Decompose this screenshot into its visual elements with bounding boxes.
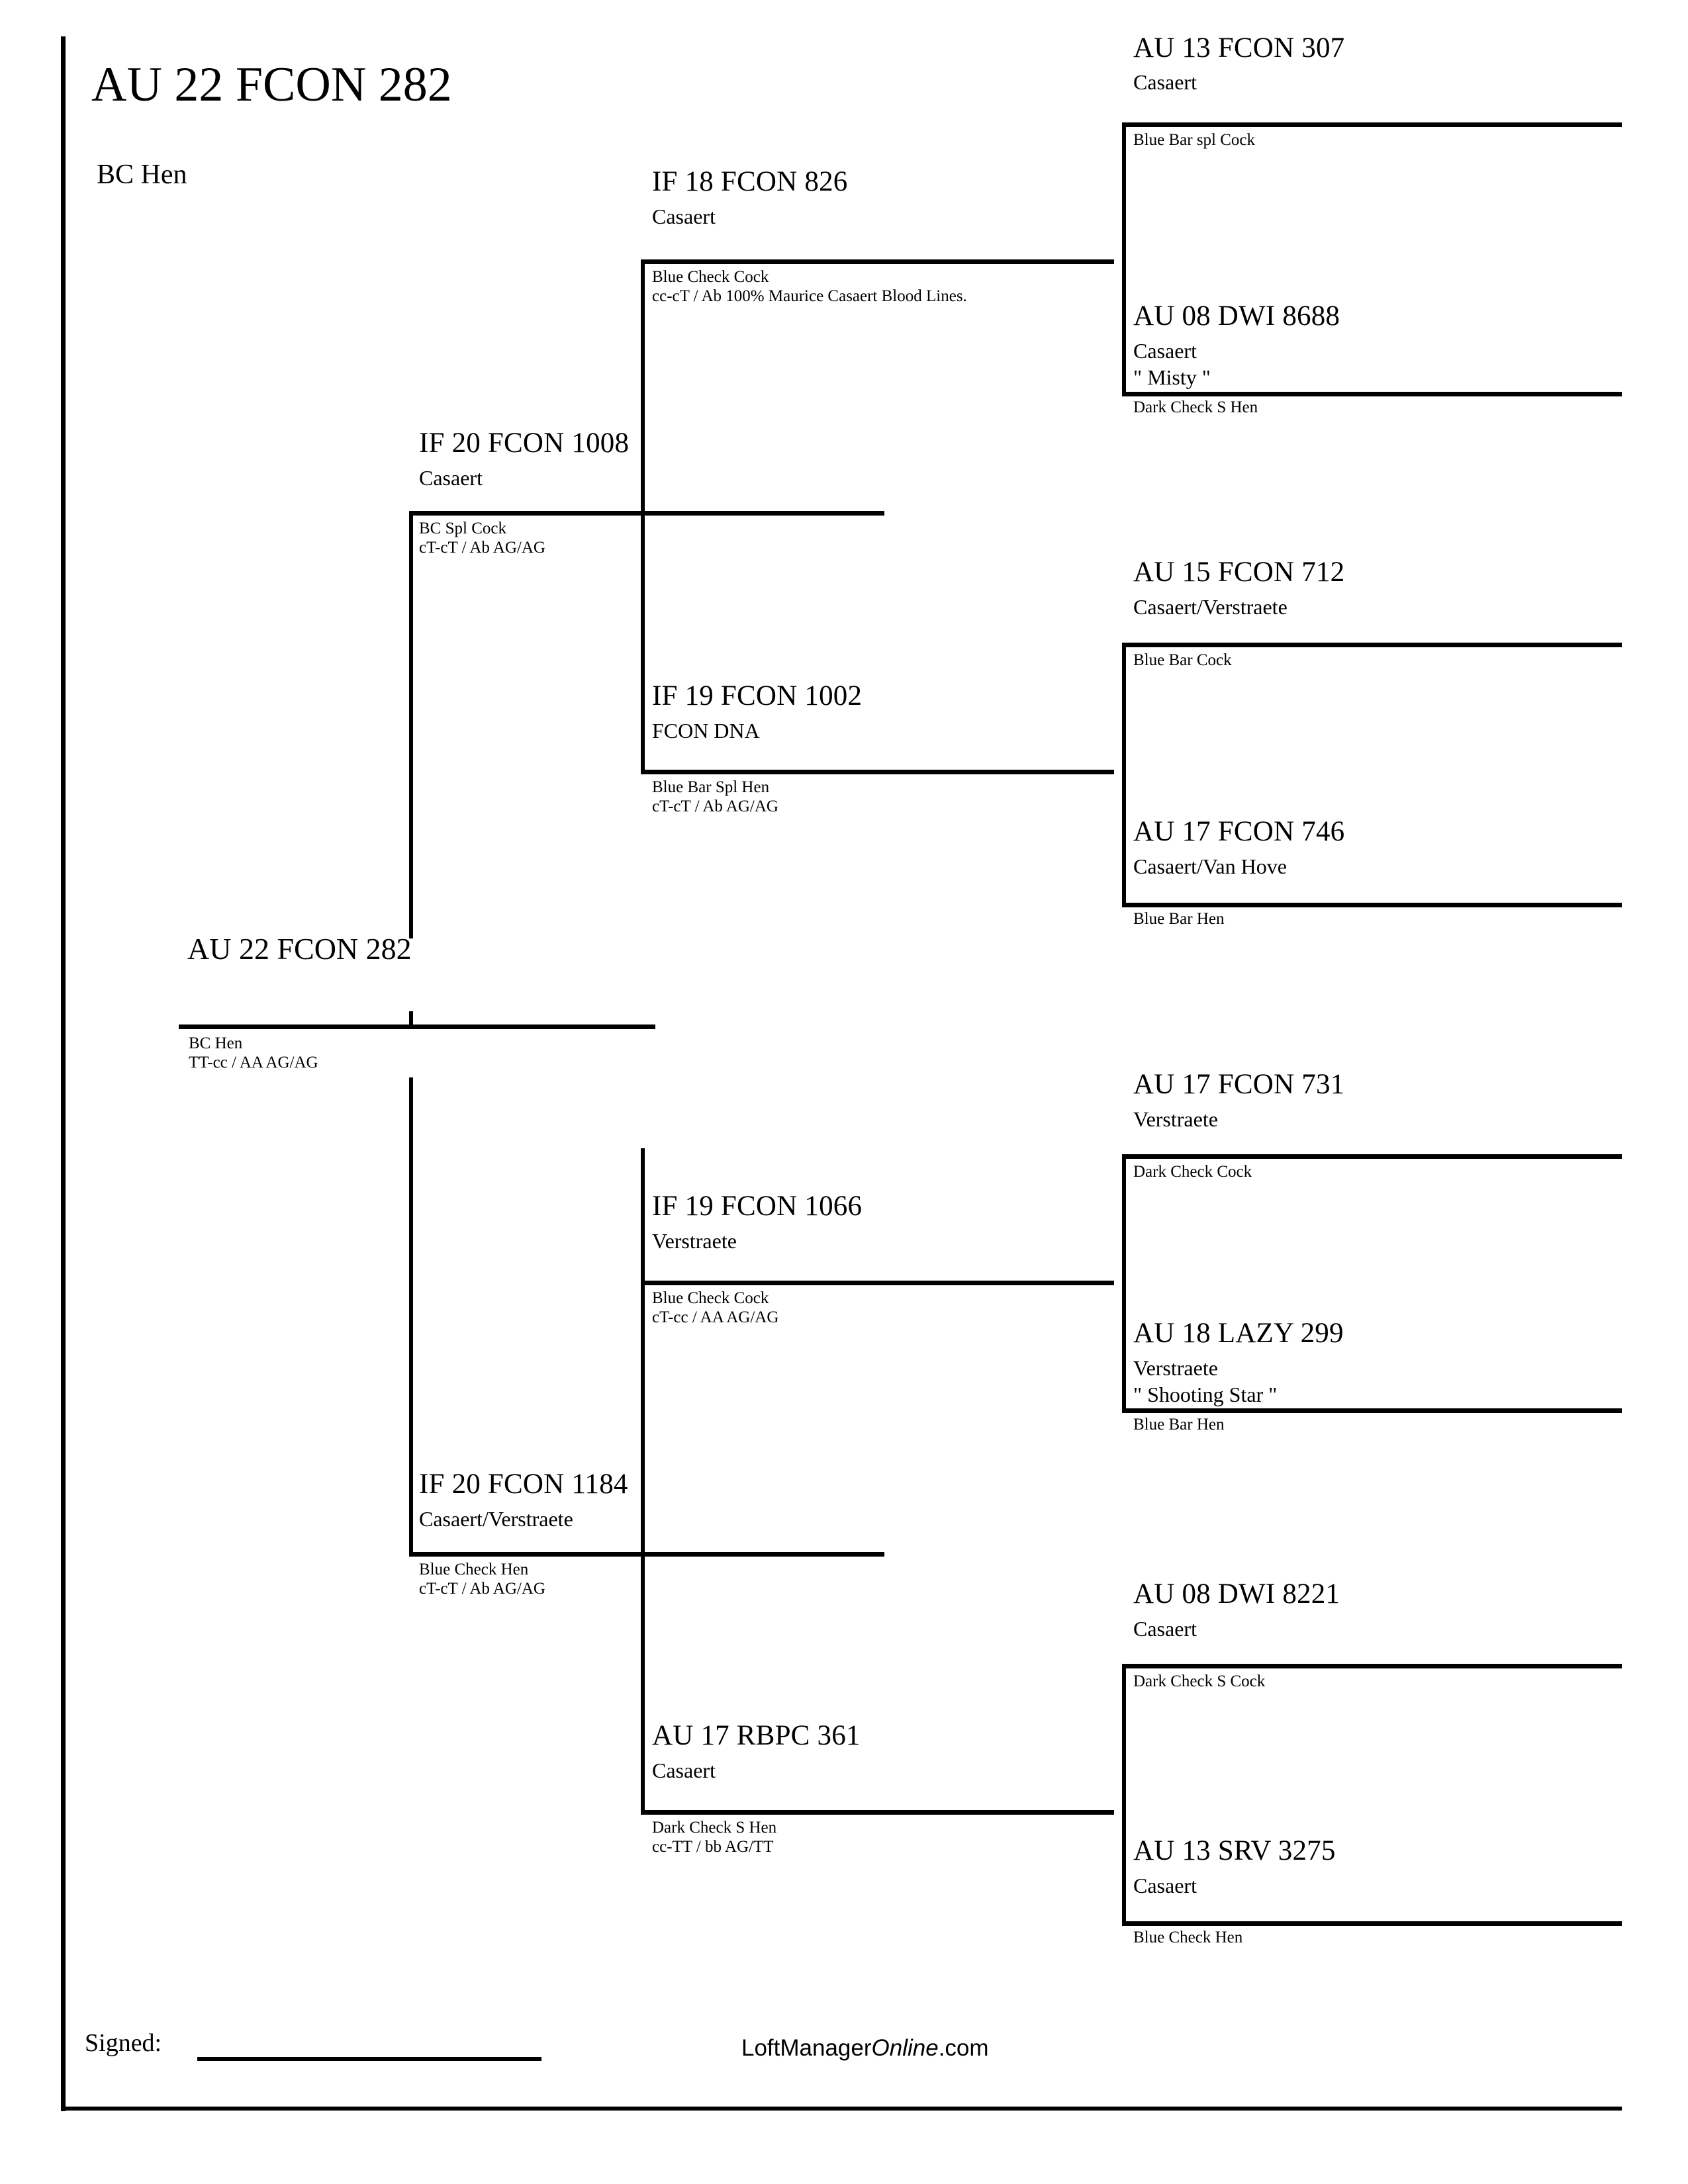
grandparent-breeder-if-19-fcon-1066: Verstraete [652,1229,737,1253]
ancestor-breeder-au-15-fcon-712: Casaert/Verstraete [1133,595,1288,619]
grandparent-breeder-if-19-fcon-1002: FCON DNA [652,719,760,743]
ancestor-breeder-au-13-srv-3275: Casaert [1133,1874,1197,1897]
grandparent-genetics-if-19-fcon-1066: cT-cc / AA AG/AG [652,1308,779,1326]
ancestor-colorsex-au-18-lazy-299: Blue Bar Hen [1133,1416,1225,1433]
subject-name: AU 22 FCON 282 [187,932,412,966]
parent-breeder-if-20-fcon-1184: Casaert/Verstraete [419,1507,573,1531]
ancestor-breeder-au-08-dwi-8221: Casaert [1133,1617,1197,1641]
parent-genetics-if-20-fcon-1184: cT-cT / Ab AG/AG [419,1580,545,1598]
brand-suffix: .com [938,2035,989,2061]
connector-dam-to-subject [409,1077,413,1555]
grandparent-colorsex-if-19-fcon-1002: Blue Bar Spl Hen [652,778,770,796]
grandparent-genetics-au-17-rbpc-361: cc-TT / bb AG/TT [652,1838,774,1856]
ancestor-breeder-au-08-dwi-8688: Casaert [1133,339,1197,363]
grandparent-colorsex-if-19-fcon-1066: Blue Check Cock [652,1289,769,1307]
grandparent-rule-if-18-fcon-826 [641,259,1114,264]
connector-g4-0-1 [1122,124,1126,396]
page-title: AU 22 FCON 282 [91,58,452,112]
ancestor-rule-au-17-fcon-731 [1122,1154,1622,1159]
connector-sire-to-subject [409,513,413,936]
page-subtitle: BC Hen [97,159,187,190]
grandparent-name-if-19-fcon-1066: IF 19 FCON 1066 [652,1191,863,1222]
ancestor-rule-au-18-lazy-299 [1122,1408,1622,1413]
signature-line[interactable] [197,2057,541,2061]
grandparent-colorsex-au-17-rbpc-361: Dark Check S Hen [652,1819,777,1837]
grandparent-tick-if-19-fcon-1066 [641,1148,645,1284]
ancestor-colorsex-au-13-srv-3275: Blue Check Hen [1133,1929,1243,1946]
ancestor-name-au-13-srv-3275: AU 13 SRV 3275 [1133,1835,1336,1866]
grandparent-colorsex-if-18-fcon-826: Blue Check Cock [652,268,769,286]
ancestor-name-au-17-fcon-746: AU 17 FCON 746 [1133,816,1345,847]
ancestor-name-au-15-fcon-712: AU 15 FCON 712 [1133,557,1345,588]
ancestor-nickname-au-08-dwi-8688: " Misty " [1133,365,1211,389]
ancestor-rule-au-15-fcon-712 [1122,643,1622,647]
ancestor-colorsex-au-17-fcon-731: Dark Check Cock [1133,1163,1252,1181]
subject-genetics: TT-cc / AA AG/AG [189,1054,318,1071]
connector-g4-2-3 [1122,645,1126,907]
ancestor-name-au-13-fcon-307: AU 13 FCON 307 [1133,32,1345,64]
ancestor-rule-au-17-fcon-746 [1122,903,1622,907]
ancestor-colorsex-au-08-dwi-8221: Dark Check S Cock [1133,1672,1266,1690]
ancestor-name-au-18-lazy-299: AU 18 LAZY 299 [1133,1318,1344,1349]
brand-prefix: LoftManager [741,2035,872,2061]
grandparent-name-if-19-fcon-1002: IF 19 FCON 1002 [652,680,863,711]
ancestor-rule-au-08-dwi-8688 [1122,392,1622,396]
grandparent-rule-if-19-fcon-1066 [641,1281,1114,1285]
connector-g4-4-5 [1122,1156,1126,1413]
connector-g4-6-7 [1122,1666,1126,1926]
ancestor-breeder-au-13-fcon-307: Casaert [1133,70,1197,94]
parent-genetics-if-20-fcon-1008: cT-cT / Ab AG/AG [419,539,545,557]
grandparent-rule-au-17-rbpc-361 [641,1810,1114,1815]
parent-breeder-if-20-fcon-1008: Casaert [419,466,483,490]
grandparent-rule-if-19-fcon-1002 [641,770,1114,774]
grandparent-name-au-17-rbpc-361: AU 17 RBPC 361 [652,1720,861,1751]
parent-name-if-20-fcon-1184: IF 20 FCON 1184 [419,1469,628,1500]
parent-colorsex-if-20-fcon-1184: Blue Check Hen [419,1561,529,1578]
parent-name-if-20-fcon-1008: IF 20 FCON 1008 [419,428,630,459]
ancestor-nickname-au-18-lazy-299: " Shooting Star " [1133,1383,1278,1406]
subject-tick-lower [409,1011,413,1026]
ancestor-colorsex-au-17-fcon-746: Blue Bar Hen [1133,910,1225,928]
page-bottom-border [61,2107,1622,2111]
parent-rule-if-20-fcon-1184 [409,1552,884,1557]
ancestor-name-au-08-dwi-8221: AU 08 DWI 8221 [1133,1578,1340,1610]
ancestor-colorsex-au-08-dwi-8688: Dark Check S Hen [1133,398,1258,416]
brand-italic: Online [871,2035,939,2061]
ancestor-name-au-17-fcon-731: AU 17 FCON 731 [1133,1069,1345,1100]
brand-watermark: LoftManagerOnline.com [741,2035,989,2062]
parent-rule-if-20-fcon-1008 [409,511,884,516]
connector-gp-sire-branch [641,261,645,772]
ancestor-colorsex-au-13-fcon-307: Blue Bar spl Cock [1133,131,1256,149]
ancestor-name-au-08-dwi-8688: AU 08 DWI 8688 [1133,300,1340,332]
grandparent-genetics-if-18-fcon-826: cc-cT / Ab 100% Maurice Casaert Blood Li… [652,287,967,305]
grandparent-genetics-if-19-fcon-1002: cT-cT / Ab AG/AG [652,797,778,815]
ancestor-breeder-au-18-lazy-299: Verstraete [1133,1356,1218,1380]
subject-colorsex: BC Hen [189,1034,243,1052]
grandparent-breeder-if-18-fcon-826: Casaert [652,205,716,228]
ancestor-colorsex-au-15-fcon-712: Blue Bar Cock [1133,651,1232,669]
ancestor-breeder-au-17-fcon-746: Casaert/Van Hove [1133,854,1287,878]
ancestor-rule-au-13-fcon-307 [1122,122,1622,127]
ancestor-rule-au-13-srv-3275 [1122,1921,1622,1926]
page-left-border [61,36,66,2111]
subject-rule [179,1024,655,1029]
ancestor-breeder-au-17-fcon-731: Verstraete [1133,1107,1218,1131]
parent-colorsex-if-20-fcon-1008: BC Spl Cock [419,520,506,537]
grandparent-breeder-au-17-rbpc-361: Casaert [652,1758,716,1782]
ancestor-rule-au-08-dwi-8221 [1122,1664,1622,1668]
grandparent-name-if-18-fcon-826: IF 18 FCON 826 [652,166,848,197]
connector-gp-dam-branch [641,1283,645,1812]
signed-label: Signed: [85,2029,162,2057]
